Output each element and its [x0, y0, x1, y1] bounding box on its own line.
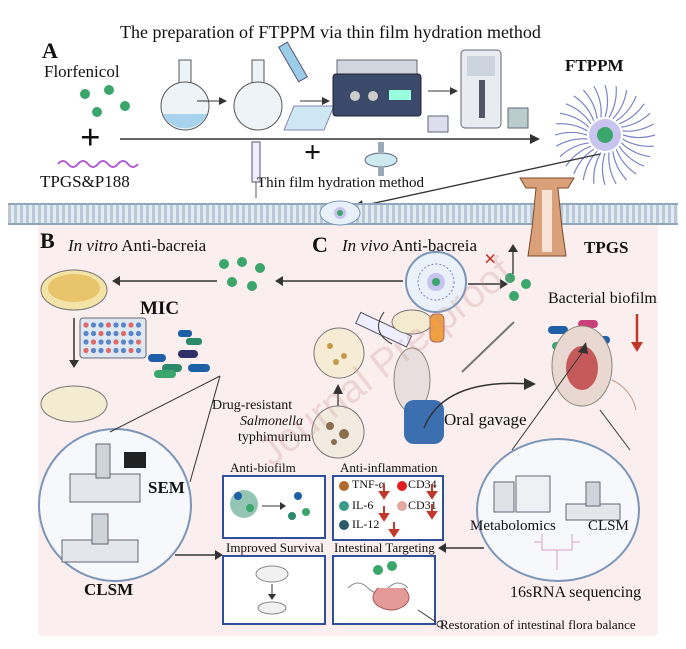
left-arrow-b: [112, 276, 217, 286]
ultrasonic-bath-icon: [332, 59, 422, 117]
marker-dot-tnf-icon: [339, 481, 349, 491]
extruder-icon: [460, 49, 502, 129]
restoration-label: Restoration of intestinal flora balance: [440, 617, 636, 632]
arrow-3: [428, 87, 458, 95]
florfenicol-label: Florfenicol: [44, 62, 120, 81]
mic-label: MIC: [140, 298, 180, 319]
micelle-icon: [554, 84, 656, 186]
blocked-x-icon: ×: [484, 246, 497, 271]
round-flask-icon: [160, 59, 210, 131]
ftppm-label: FTPPM: [565, 56, 624, 75]
sem-label: SEM: [148, 478, 185, 497]
pipette-icon: [277, 41, 309, 83]
anti-inflammation-label: Anti-inflammation: [340, 460, 438, 475]
intestine-icon: [347, 561, 410, 611]
improved-survival-label: Improved Survival: [226, 540, 324, 555]
restoration-pointer: [417, 609, 444, 628]
vial-icon: [427, 115, 449, 133]
mice-survival-icon: [255, 565, 289, 615]
marker-dot-cd31-icon: [397, 501, 407, 511]
large-micelle-icon: [405, 251, 467, 313]
marker-cd34: CD34: [408, 477, 437, 491]
membrane-vesicle-icon: [319, 200, 361, 226]
filter-icon: [364, 142, 398, 176]
bacteria-culture-dish-icon: [313, 327, 365, 379]
salmonella-dish-icon: [311, 405, 365, 459]
strain-line-1: Drug-resistant: [212, 398, 293, 413]
released-drug-dots-icon: [505, 273, 531, 301]
panel-c-label: C: [312, 232, 328, 257]
decrease-arrow-icon: [631, 314, 643, 352]
metabolomics-label: Metabolomics: [470, 518, 556, 534]
bacteria-cluster-small-icon: [178, 330, 202, 345]
syringe-icon: [251, 141, 261, 198]
dissected-mouse-icon: [551, 325, 637, 411]
omics-to-targeting-arrow: [438, 543, 484, 553]
intestinal-targeting-label: Intestinal Targeting: [334, 540, 435, 555]
oral-gavage-arrow: [423, 378, 536, 429]
lcms-instrument-icon: [493, 475, 551, 513]
arrow-1: [197, 97, 227, 105]
petri-dish-icon: [40, 269, 108, 311]
marker-cd31: CD31: [408, 498, 437, 512]
omics-to-biofilm-lines: [511, 342, 631, 451]
confocal-microscope-icon: [565, 481, 621, 521]
plus-icon-2: +: [304, 136, 322, 169]
plus-icon: +: [80, 117, 101, 157]
micelle-to-in-vitro-arrow: [275, 276, 403, 286]
sem-microscope-icon: [69, 443, 146, 503]
process-arrow: [120, 134, 540, 144]
marker-tnf: TNF-α: [352, 477, 385, 491]
marker-il6: IL-6: [352, 498, 374, 512]
down-arrow-b: [69, 318, 79, 368]
connector-lines-b: [109, 375, 221, 483]
evaporation-flask-icon: [233, 59, 283, 131]
marker-dot-il12-icon: [339, 520, 349, 530]
tpgs-transporter-icon: [519, 177, 575, 257]
tpgs-p188-label: TPGS&P188: [40, 172, 130, 191]
arrow-2: [300, 97, 330, 105]
anti-biofilm-graphic-icon: [230, 490, 310, 520]
well-plate-icon: [79, 317, 147, 359]
micelle-cluster-icon: [219, 257, 265, 291]
gavage-needle-icon: [461, 321, 515, 373]
strain-line-3: typhimurium: [238, 430, 312, 445]
micelle-to-dots-arrow: [468, 279, 508, 289]
polymer-chain-icon: [57, 160, 139, 168]
in-vivo-title: In vivo Anti-bacreia: [342, 236, 477, 256]
marker-il12: IL-12: [352, 517, 380, 531]
up-arrow-c: [508, 244, 518, 274]
thin-film-method-label: Thin film hydration method: [257, 175, 425, 191]
curved-arrow-icon: [378, 311, 393, 345]
clsm-microscope-icon: [61, 513, 139, 563]
phylogenetic-tree-icon: [534, 534, 580, 570]
florfenicol-dots-icon: [80, 85, 130, 117]
marker-dot-il6-icon: [339, 501, 349, 511]
panel-a-label: A: [42, 38, 58, 63]
anti-biofilm-label: Anti-biofilm: [230, 460, 296, 475]
in-vitro-italic: In vitro: [68, 236, 118, 255]
clsm-label-b: CLSM: [84, 580, 134, 599]
strain-line-2: Salmonella: [240, 414, 303, 429]
film-sheet-icon: [283, 105, 335, 131]
oral-gavage-label: Oral gavage: [444, 410, 527, 429]
in-vitro-title: In vitro Anti-bacreia: [68, 236, 206, 256]
in-vitro-rest: Anti-bacreia: [117, 236, 207, 255]
circle-to-boxes-arrow: [175, 550, 223, 560]
marker-dot-cd34-icon: [397, 481, 407, 491]
tpgs-label: TPGS: [584, 238, 629, 257]
tube-icon: [391, 309, 445, 343]
petri-dish-clear-icon: [40, 385, 108, 423]
sequencing-label: 16sRNA sequencing: [510, 584, 642, 601]
decrease-arrows-icon: [378, 484, 438, 538]
in-vivo-rest: Anti-bacreia: [388, 236, 477, 255]
figure-title: The preparation of FTPPM via thin film h…: [120, 22, 541, 42]
panel-b-label: B: [40, 228, 55, 253]
clsm-label-c: CLSM: [588, 518, 629, 534]
pump-icon: [507, 107, 529, 129]
bacterial-biofilm-label: Bacterial biofilm: [548, 290, 657, 307]
anti-inflammation-box: [332, 475, 444, 541]
in-vivo-italic: In vivo: [342, 236, 389, 255]
bacteria-biofilm-icon: [148, 350, 210, 378]
